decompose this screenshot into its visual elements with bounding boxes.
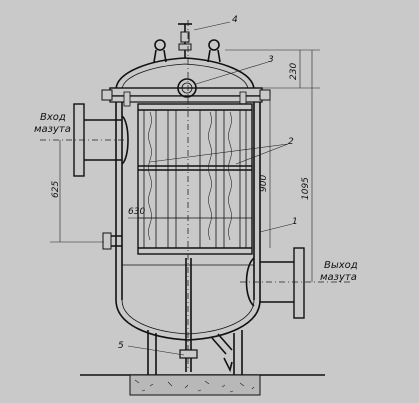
callout-2: 2	[288, 137, 294, 147]
foundation	[80, 374, 325, 396]
dimension-lines	[50, 49, 320, 282]
support-legs	[147, 330, 243, 375]
inlet-label-line2: мазута	[34, 124, 71, 135]
callout-1: 1	[292, 217, 298, 227]
leader-lines	[127, 21, 293, 356]
inlet-nozzle	[40, 103, 130, 177]
outlet-nozzle	[240, 247, 350, 319]
outlet-label-line2: мазута	[320, 272, 357, 283]
flange-bolts	[101, 89, 271, 107]
lifting-eyes	[153, 39, 221, 63]
callout-5: 5	[118, 341, 124, 351]
side-nozzle	[102, 232, 122, 250]
filter-cartridge	[137, 103, 253, 255]
inner-lifting-ring	[177, 78, 197, 98]
dim-630: 630	[128, 207, 145, 217]
outlet-label-line1: Выход	[324, 260, 358, 271]
dim-1095: 1095	[301, 177, 311, 200]
dim-625: 625	[51, 181, 61, 198]
inlet-label-line1: Вход	[40, 112, 66, 123]
callout-3: 3	[268, 55, 274, 65]
callout-4: 4	[232, 15, 238, 25]
dim-230: 230	[289, 63, 299, 80]
air-valve	[178, 23, 192, 58]
drain-pipe	[179, 258, 233, 373]
dim-900: 900	[259, 175, 269, 192]
